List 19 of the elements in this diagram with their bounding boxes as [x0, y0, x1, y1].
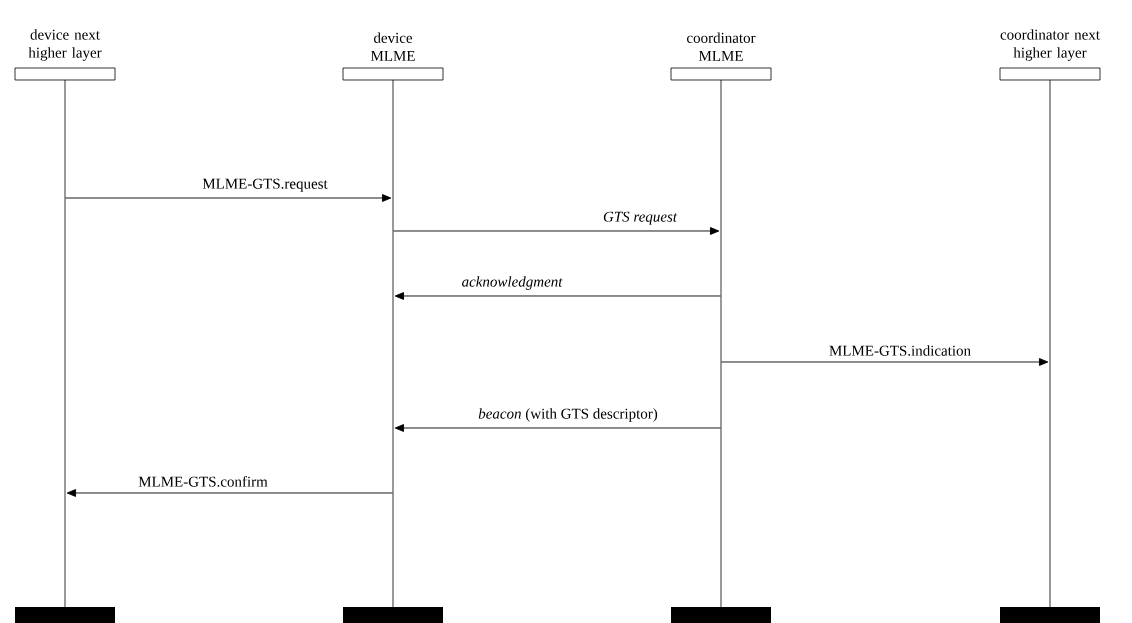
message-label: MLME-GTS.request: [202, 178, 328, 192]
node-label: device next higher layer: [28, 29, 102, 61]
message-arrow: [394, 424, 721, 432]
message-arrow: [66, 489, 393, 497]
node-label: device MLME: [370, 32, 415, 61]
node-label: coordinator MLME: [687, 32, 756, 61]
message-arrow: [65, 194, 392, 202]
lifeline: coordinator next higher layer: [999, 29, 1101, 623]
message-arrow: [394, 292, 721, 300]
lifeline: device next higher layer: [14, 29, 116, 623]
node-label: coordinator next higher layer: [1000, 29, 1100, 61]
message-label: MLME-GTS.confirm: [138, 476, 268, 487]
message-label: acknowledgment: [462, 276, 563, 290]
message-label: MLME-GTS.indication: [829, 345, 971, 356]
message-arrow: [721, 358, 1049, 366]
message-arrow: [393, 227, 720, 235]
message-label: GTS request: [603, 211, 678, 225]
lifeline: device MLME: [342, 32, 444, 623]
message-label: beacon (with GTS descriptor): [478, 408, 658, 422]
